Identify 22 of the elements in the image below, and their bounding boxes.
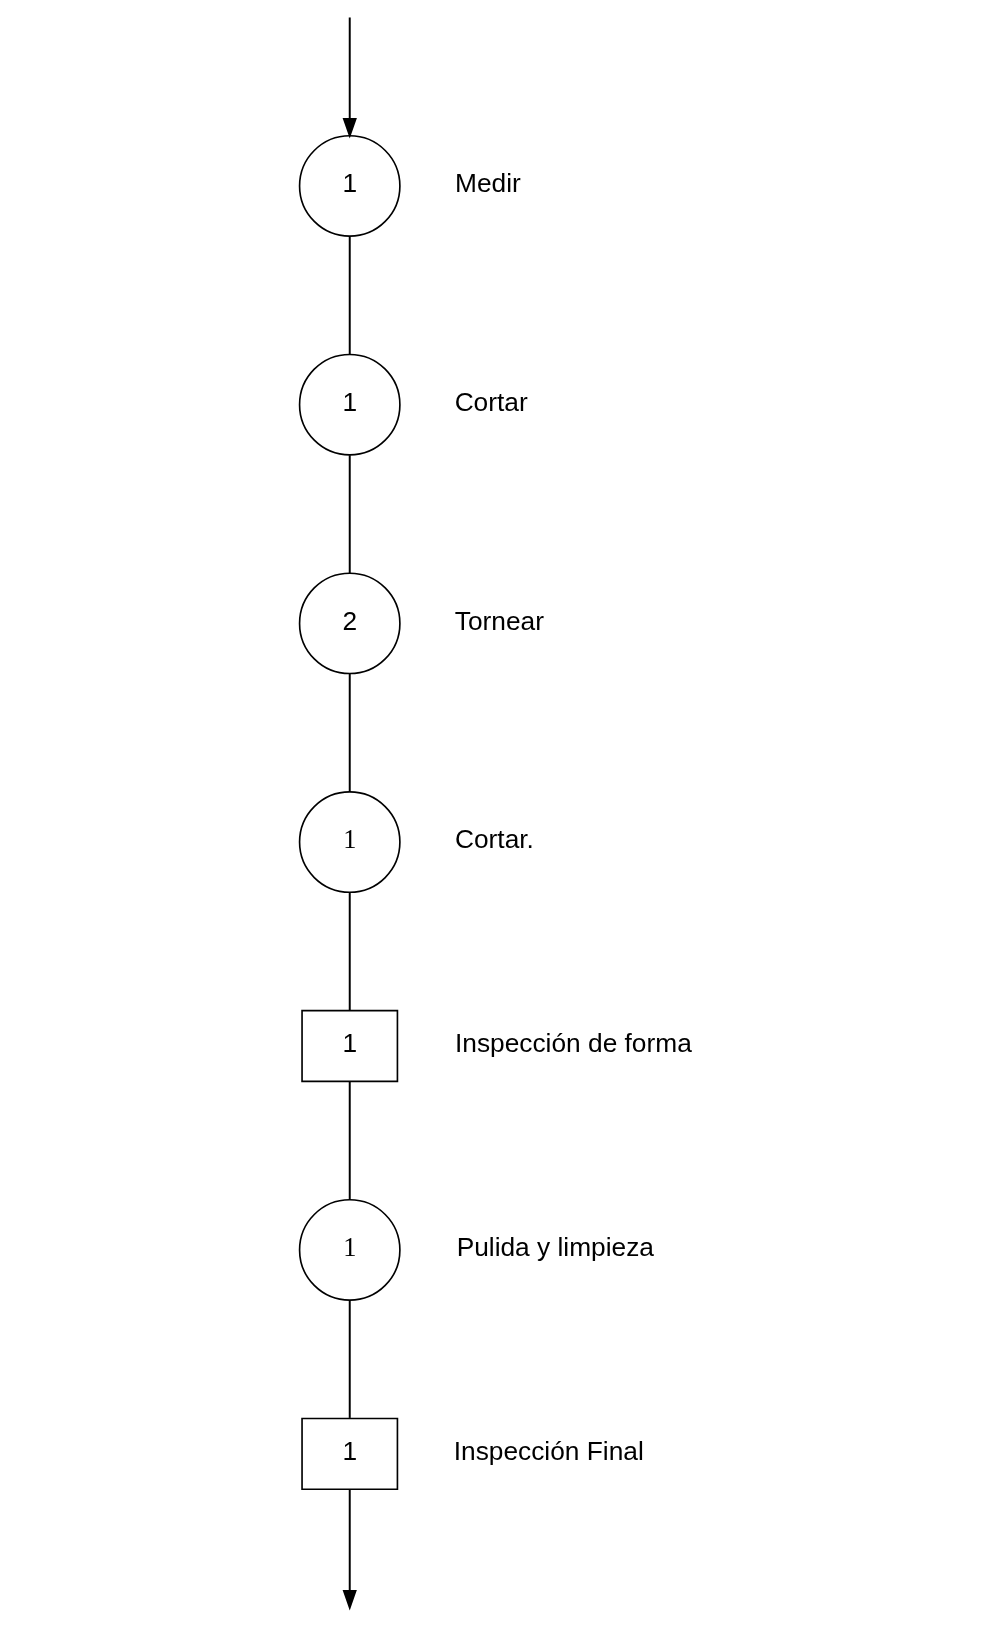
node-box: 1 [300, 1009, 398, 1083]
node-circle: 1 [298, 353, 401, 456]
arrow [342, 1488, 357, 1611]
connector [348, 891, 351, 1012]
connector [348, 1080, 351, 1201]
node-label: Cortar [454, 386, 528, 417]
node-label: Inspección Final [453, 1436, 644, 1467]
node-label: Medir [454, 168, 521, 199]
node-circle: 1 [298, 1198, 401, 1301]
node-circle: 1 [298, 134, 401, 237]
connector [348, 672, 351, 793]
arrow [342, 16, 357, 139]
connector [348, 235, 351, 356]
connector [348, 454, 351, 575]
node-circle: 1 [298, 791, 401, 894]
node-label: Cortar. [454, 824, 534, 855]
node-label: Inspección de forma [454, 1028, 692, 1059]
node-circle: 2 [298, 572, 401, 675]
connector [348, 1299, 351, 1419]
node-label: Tornear [454, 605, 544, 636]
node-box: 1 [300, 1417, 398, 1491]
node-label: Pulida y limpieza [456, 1232, 654, 1263]
